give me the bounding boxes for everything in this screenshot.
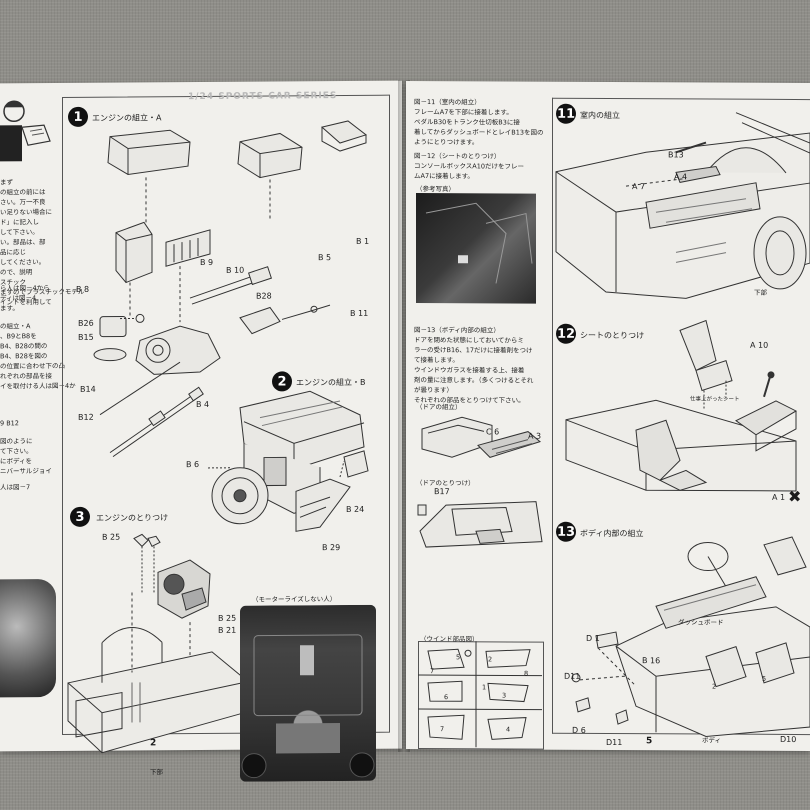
window-label-3: 3 bbox=[502, 691, 507, 700]
window-label-8: 8 bbox=[524, 669, 529, 678]
label-d6: D 6 bbox=[572, 725, 586, 735]
label-b1: B 1 bbox=[356, 236, 370, 246]
window-label-7: 7 bbox=[440, 725, 445, 734]
label-d11-top: D11 bbox=[564, 671, 581, 681]
label-b14: B14 bbox=[80, 384, 96, 394]
engine-mounting-drawing bbox=[67, 533, 249, 754]
instruction-fig11: 図－11（室内の組立） フレームA7を下部に接着します。 ペダルB30をトランク… bbox=[414, 97, 544, 147]
page-number-right: 5 bbox=[646, 736, 653, 747]
label-seat-2: 2 bbox=[712, 682, 717, 691]
window-label-1: 1 bbox=[482, 683, 487, 692]
header-text: 1/24 SPORTS CAR SERIES bbox=[188, 91, 338, 103]
label-d10: D10 bbox=[780, 734, 797, 744]
body-interior-drawing bbox=[571, 536, 810, 738]
window-label-7b: 7 bbox=[430, 667, 435, 676]
drive-shaft-drawing bbox=[109, 386, 204, 458]
step-3-number: 3 bbox=[70, 506, 90, 527]
car-underside-photo-detail bbox=[241, 634, 375, 779]
instruction-fig12: 図－12（シートのとりつけ） コンソールボックスA10だけをフレー ムA7に接着… bbox=[414, 151, 525, 181]
label-a10: A 10 bbox=[750, 340, 769, 350]
cross-mark-icon: ✖ bbox=[788, 486, 802, 507]
label-b13: B13 bbox=[668, 150, 684, 160]
label-b8: B 8 bbox=[76, 284, 90, 294]
sidebar-text-3: 9 B12 図のように て下さい。 にボディを ニバーサルジョイ 人は図－7 bbox=[0, 419, 52, 492]
label-b10: B 10 bbox=[226, 265, 245, 275]
label-finished-seat: 仕事上がったシート bbox=[690, 396, 740, 403]
label-b16: B 16 bbox=[642, 656, 661, 666]
label-b29: B 29 bbox=[322, 543, 341, 553]
label-b28: B28 bbox=[256, 291, 272, 301]
cartoon-person-illustration bbox=[0, 100, 51, 162]
label-a4: A 4 bbox=[674, 172, 688, 182]
step-3-title: エンジンのとりつけ bbox=[96, 513, 169, 523]
label-body: ボディ bbox=[702, 736, 722, 745]
label-lower-11: 下部 bbox=[754, 288, 767, 297]
page-number-left: 2 bbox=[150, 738, 157, 749]
window-label-5: 5 bbox=[456, 653, 461, 662]
seat-mounting-drawing bbox=[565, 319, 798, 492]
label-a3: A 3 bbox=[528, 431, 542, 441]
window-parts-drawing bbox=[418, 641, 542, 748]
interior-photo-detail bbox=[425, 202, 533, 284]
label-d11-bottom: D11 bbox=[606, 737, 623, 748]
label-b5: B 5 bbox=[318, 253, 332, 263]
right-page: 図－11（室内の組立） フレームA7を下部に接着します。 ペダルB30をトランク… bbox=[406, 80, 810, 752]
engine-assembly-b-drawing bbox=[208, 390, 369, 532]
door-assembly-drawing bbox=[421, 416, 542, 458]
label-b24: B 24 bbox=[346, 504, 365, 514]
label-a1: A 1 bbox=[772, 492, 786, 502]
label-a7: A 7 bbox=[632, 182, 646, 192]
window-label-6: 6 bbox=[444, 693, 449, 702]
window-label-4: 4 bbox=[506, 725, 511, 734]
door-assembly-caption: （ドアの組立） bbox=[416, 402, 462, 412]
engine-photo bbox=[0, 579, 56, 698]
window-label-2: 2 bbox=[488, 655, 493, 664]
motorize-note: （モーターライズしない人） bbox=[252, 595, 337, 604]
label-b26: B26 bbox=[78, 318, 94, 328]
label-c6: C 6 bbox=[486, 427, 500, 437]
label-b6: B 6 bbox=[186, 460, 200, 470]
photo-caption: （参考写真） bbox=[416, 184, 455, 194]
interior-assembly-drawing bbox=[555, 112, 810, 299]
engine-block-a-drawing bbox=[93, 120, 368, 416]
label-b11: B 11 bbox=[350, 308, 369, 318]
door-mounting-caption: （ドアのとりつけ） bbox=[416, 478, 475, 488]
label-b15: B15 bbox=[78, 332, 94, 342]
left-page: まず の組立の前には さい。万一不良 い足りない場合に ド」に記入し して下さい… bbox=[0, 80, 402, 782]
label-dashboard: ダッシュボード bbox=[678, 618, 724, 627]
instruction-fig13: 図－13（ボディ内部の組立） ドアを閉めた状態にしておいてからミ ラーの受けB1… bbox=[414, 325, 534, 405]
label-seat-5: 5 bbox=[762, 674, 767, 683]
door-mounting-drawing bbox=[417, 501, 543, 548]
label-b9: B 9 bbox=[200, 257, 214, 268]
label-b12: B12 bbox=[78, 412, 94, 422]
label-d1: D 1 bbox=[586, 633, 600, 643]
